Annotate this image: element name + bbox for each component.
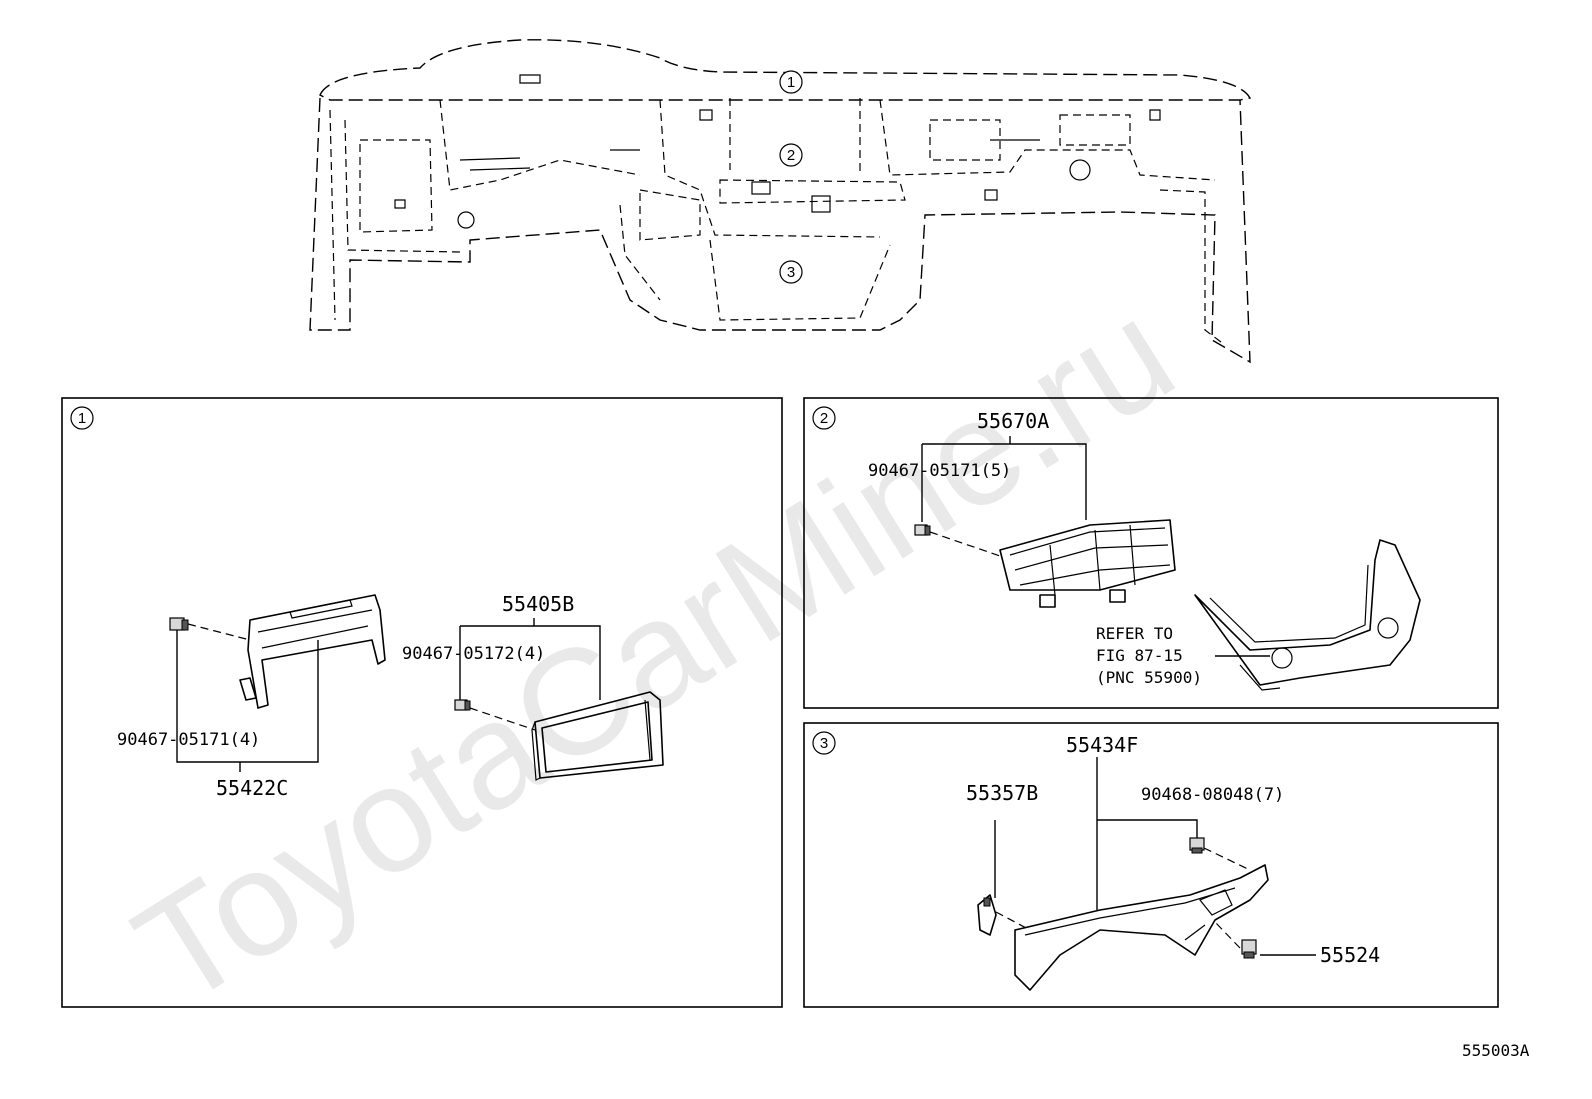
center-cluster-drawing	[1194, 539, 1421, 691]
part-55405b-label[interactable]: 55405B	[502, 592, 574, 616]
clip-bracket-dashline	[187, 623, 251, 641]
part-55524-label[interactable]: 55524	[1320, 943, 1380, 967]
leader-55670a	[922, 443, 1087, 520]
svg-text:2: 2	[787, 147, 795, 164]
leader-55422c	[176, 630, 319, 763]
refer-line-3[interactable]: (PNC 55900)	[1096, 668, 1202, 687]
panel-3-frame	[803, 722, 1499, 1008]
refer-line-2[interactable]: FIG 87-15	[1096, 646, 1183, 665]
part-55357b-label[interactable]: 55357B	[966, 781, 1038, 805]
instrument-panel-overview: 1 2 3	[309, 39, 1252, 364]
vent-55670a-drawing	[999, 519, 1176, 608]
display-55405b-drawing	[531, 691, 664, 781]
panel-1-marker: 1	[70, 406, 94, 430]
refer-line-1[interactable]: REFER TO	[1096, 624, 1173, 643]
panel-2-marker: 2	[812, 406, 836, 430]
part-55434f-label[interactable]: 55434F	[1066, 733, 1138, 757]
svg-text:1: 1	[78, 410, 86, 427]
part-90467-05171-label[interactable]: 90467-05171(4)	[117, 730, 260, 750]
clip-vent-drawing	[914, 524, 931, 536]
clip-display-drawing	[454, 699, 471, 711]
svg-text:1: 1	[787, 74, 795, 91]
svg-text:3: 3	[820, 735, 828, 752]
part-90467-05171-p2-label[interactable]: 90467-05171(5)	[868, 461, 1011, 481]
lower-panel-55434f-drawing	[1014, 864, 1269, 991]
panel-3-marker: 3	[812, 731, 836, 755]
panel-3: 3 55434F 55357B	[803, 722, 1499, 1008]
part-90468-08048-label[interactable]: 90468-08048(7)	[1141, 785, 1284, 805]
clip-bracket-drawing	[169, 617, 189, 631]
panel-2-frame	[803, 397, 1499, 709]
part-55422c-label[interactable]: 55422C	[216, 776, 288, 800]
marker-1-overview[interactable]: 1	[779, 70, 803, 94]
bracket-55357b-drawing	[977, 894, 997, 936]
panel-1-frame	[61, 397, 783, 1008]
svg-text:2: 2	[820, 410, 828, 427]
marker-3-overview[interactable]: 3	[779, 260, 803, 284]
bracket-55422c-drawing	[239, 594, 386, 709]
part-55524-drawing	[1241, 939, 1257, 959]
leader-55405b	[460, 625, 601, 700]
clip-display-dashline	[469, 707, 536, 731]
panel-2: 2 55670A 90467-05171(5) REFER TO	[803, 397, 1499, 709]
panel-1: 1 55405B	[61, 397, 783, 1008]
marker-2-overview[interactable]: 2	[779, 143, 803, 167]
leader-90468	[1097, 819, 1198, 838]
part-90467-05172-label[interactable]: 90467-05172(4)	[402, 644, 545, 664]
part-55670a-label[interactable]: 55670A	[977, 409, 1049, 433]
figure-code: 555003A	[1462, 1041, 1530, 1060]
svg-text:3: 3	[787, 264, 795, 281]
watermark: ToyotaCarMine.ru	[108, 267, 1201, 1037]
clip-90468-drawing	[1189, 837, 1205, 854]
